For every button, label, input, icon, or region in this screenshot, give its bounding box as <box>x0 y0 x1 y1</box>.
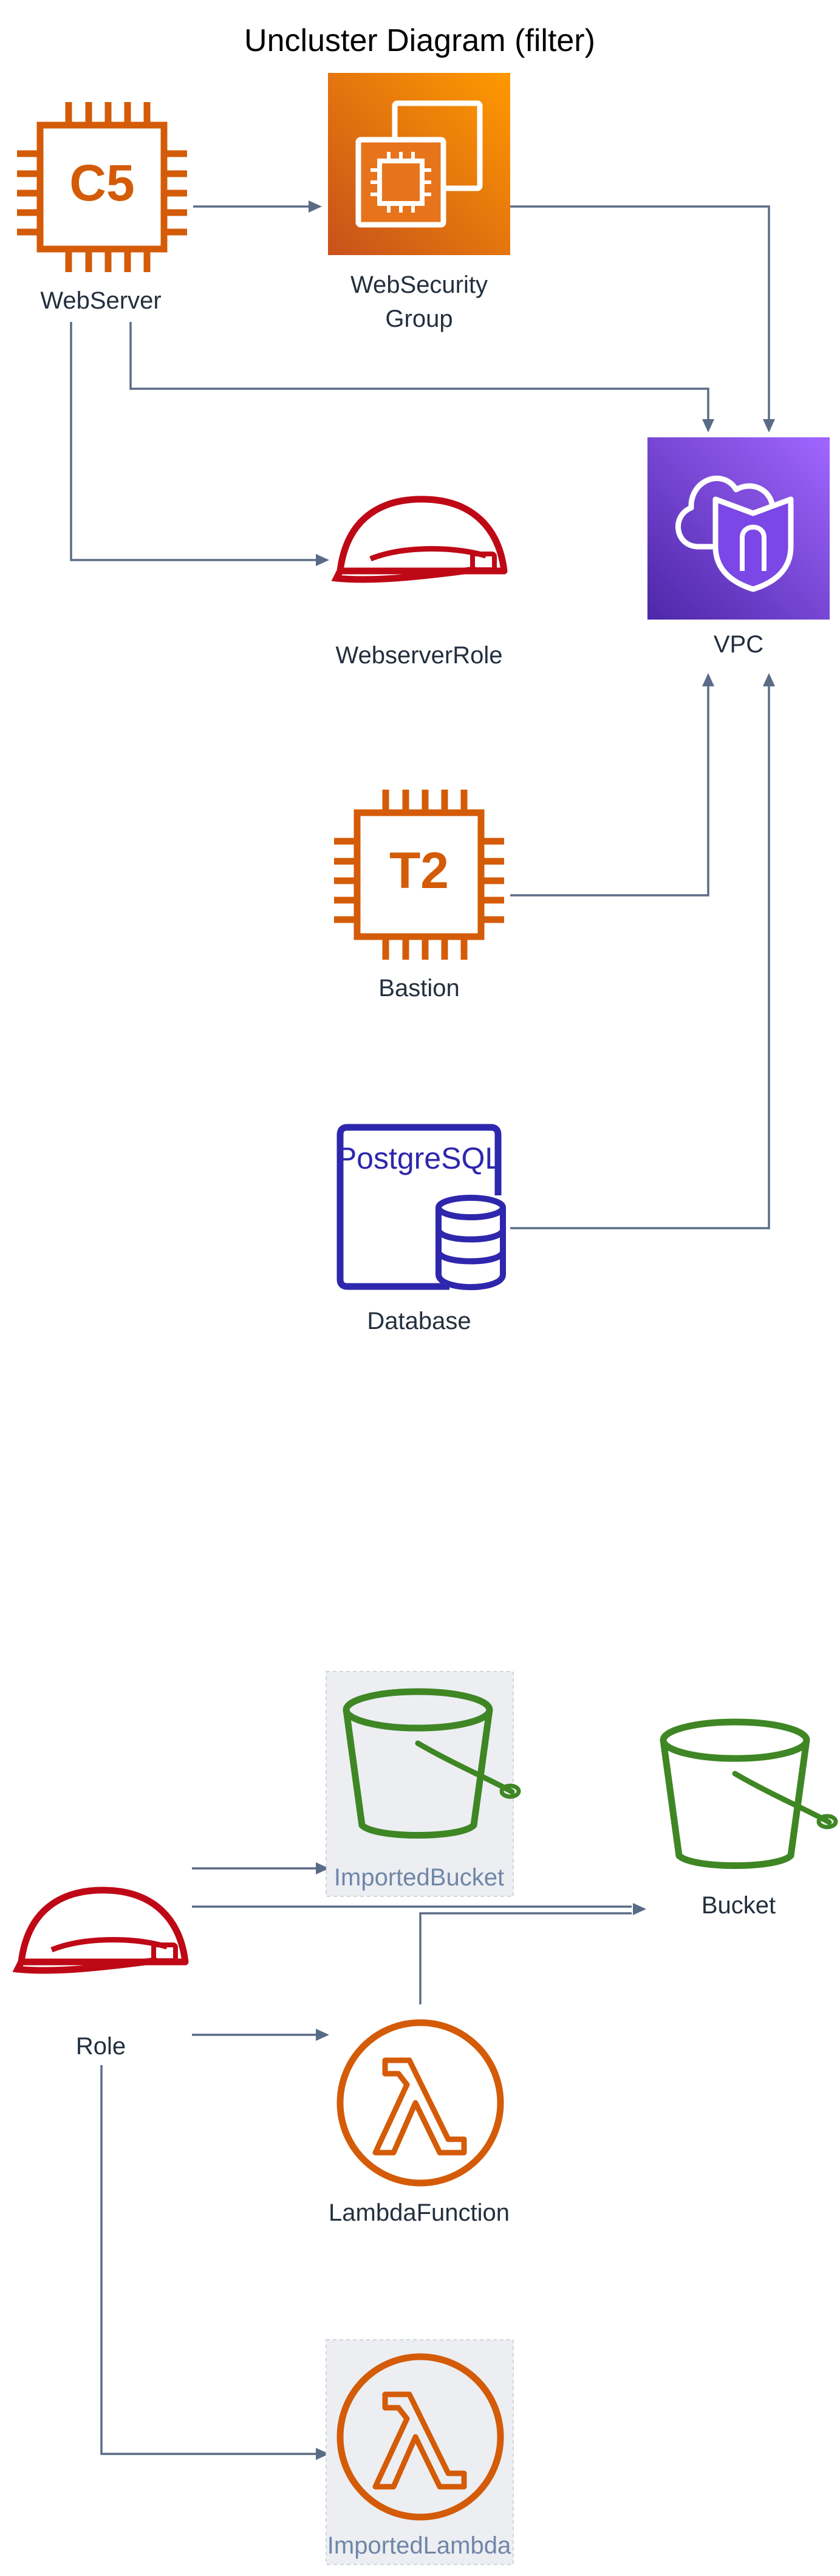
node-database[interactable]: PostgreSQL Database <box>336 1124 506 1334</box>
node-vpc[interactable]: VPC <box>647 437 830 658</box>
arrowhead-icon <box>633 1903 646 1915</box>
edge-database-vpc <box>510 686 770 1229</box>
arrowhead-icon <box>316 2448 329 2460</box>
iam-role-icon <box>336 499 504 579</box>
edge-bastion-vpc <box>510 686 709 897</box>
node-label-role: Role <box>76 2033 126 2060</box>
vpc-icon <box>647 437 830 620</box>
node-webserver[interactable]: C5 WebServer <box>17 102 187 314</box>
edge-role-importedlambda <box>100 2065 316 2455</box>
node-label-bucket: Bucket <box>702 1892 776 1919</box>
s3-bucket-icon <box>663 1722 836 1866</box>
node-label-websecuritygroup-line1: WebSecurity <box>350 272 488 298</box>
arrowhead-icon <box>763 419 775 432</box>
node-websecuritygroup[interactable]: WebSecurity Group <box>328 73 510 332</box>
edges <box>70 200 775 2460</box>
edge-websecuritygroup-vpc <box>510 205 770 419</box>
node-label-bastion: Bastion <box>378 975 459 1002</box>
imported-resource-frame <box>326 2339 514 2565</box>
node-webserverrole[interactable]: WebserverRole <box>336 499 504 669</box>
node-bastion[interactable]: T2 Bastion <box>334 790 504 1002</box>
edge-lambdafunction-bucket <box>419 1912 632 2004</box>
node-lambdafunction[interactable]: LambdaFunction <box>329 2023 510 2226</box>
arrowhead-icon <box>316 554 329 566</box>
iam-role-icon <box>18 1890 185 1970</box>
lambda-icon <box>340 2023 500 2183</box>
arrowhead-icon <box>702 673 714 686</box>
node-label-websecuritygroup-line2: Group <box>385 306 452 332</box>
edge-webserver-webserverrole <box>70 322 316 561</box>
node-label-importedlambda: ImportedLambda <box>327 2532 511 2559</box>
edge-webserver-vpc <box>129 322 709 419</box>
arrowhead-icon <box>316 2029 329 2041</box>
arrowhead-icon <box>702 419 714 432</box>
node-importedbucket[interactable]: ImportedBucket <box>326 1671 519 1897</box>
instance-type-badge: T2 <box>389 842 449 899</box>
node-label-vpc: VPC <box>714 631 763 658</box>
node-label-importedbucket: ImportedBucket <box>334 1864 504 1891</box>
arrowhead-icon <box>763 673 775 686</box>
instance-type-badge: C5 <box>69 154 134 211</box>
node-label-webserverrole: WebserverRole <box>336 642 503 669</box>
node-label-database: Database <box>367 1308 471 1334</box>
ec2-security-group-icon <box>328 73 510 255</box>
diagram-title: Uncluster Diagram (filter) <box>244 23 595 58</box>
node-role[interactable]: Role <box>18 1890 185 2060</box>
node-bucket[interactable]: Bucket <box>663 1722 836 1919</box>
node-importedlambda[interactable]: ImportedLambda <box>326 2339 514 2565</box>
arrowhead-icon <box>309 200 322 213</box>
node-label-lambdafunction: LambdaFunction <box>329 2199 510 2226</box>
arrowhead-icon <box>316 1862 329 1874</box>
node-label-webserver: WebServer <box>40 287 161 314</box>
engine-badge: PostgreSQL <box>336 1141 502 1175</box>
rds-postgresql-icon: PostgreSQL <box>336 1124 506 1290</box>
